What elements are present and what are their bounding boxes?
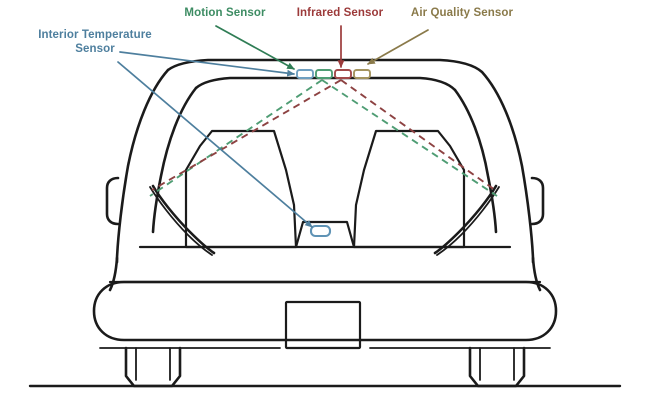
left-door-frame-inner [149,186,213,256]
front-bumper [92,280,558,342]
label-leader-lines [117,25,429,228]
right-seat [352,129,466,249]
vehicle-outer-silhouette [166,58,535,264]
right-door-frame [433,184,498,255]
motion-leader-line [215,25,295,70]
center-console [294,220,356,249]
license-plate [284,300,362,350]
interior-temperature-sensor-console[interactable] [309,224,332,238]
left-wheel [124,346,182,388]
roof-sensor-array [296,69,371,79]
infrared-ray-left [151,79,342,191]
right-door-frame-inner [436,186,500,256]
air-quality-leader-line [367,29,429,65]
right-a-pillar [453,88,498,234]
interior-temperature-sensor-roof[interactable] [296,69,314,79]
label-motion-sensor: Motion Sensor [184,7,266,19]
label-air-quality-sensor: Air Quality Sensor [410,7,514,19]
left-a-pillar [151,86,198,234]
motion-ray-right [321,79,498,197]
left-mirror [105,176,120,226]
left-wheel-inner [135,347,171,381]
label-infrared-sensor: Infrared Sensor [296,7,384,19]
infrared-sensor[interactable] [334,69,352,79]
left-door-frame [151,184,216,255]
interior-temperature-console-leader-line [117,61,313,228]
motion-ray-left [149,79,323,197]
cabin-interior [184,129,466,249]
infrared-ray-right [340,79,496,191]
air-quality-sensor[interactable] [353,69,371,79]
interior-temperature-roof-leader-line [119,51,295,77]
left-seat [184,129,298,249]
right-mirror [530,176,545,226]
left-lower-body [108,256,119,292]
right-lower-body [531,256,542,292]
right-wheel-inner [479,347,515,381]
right-wheel [468,346,526,388]
motion-sensor[interactable] [315,69,333,79]
label-interior-temperature-sensor: Interior Temperature Sensor [38,29,152,55]
sensor-coverage-rays [149,79,498,197]
